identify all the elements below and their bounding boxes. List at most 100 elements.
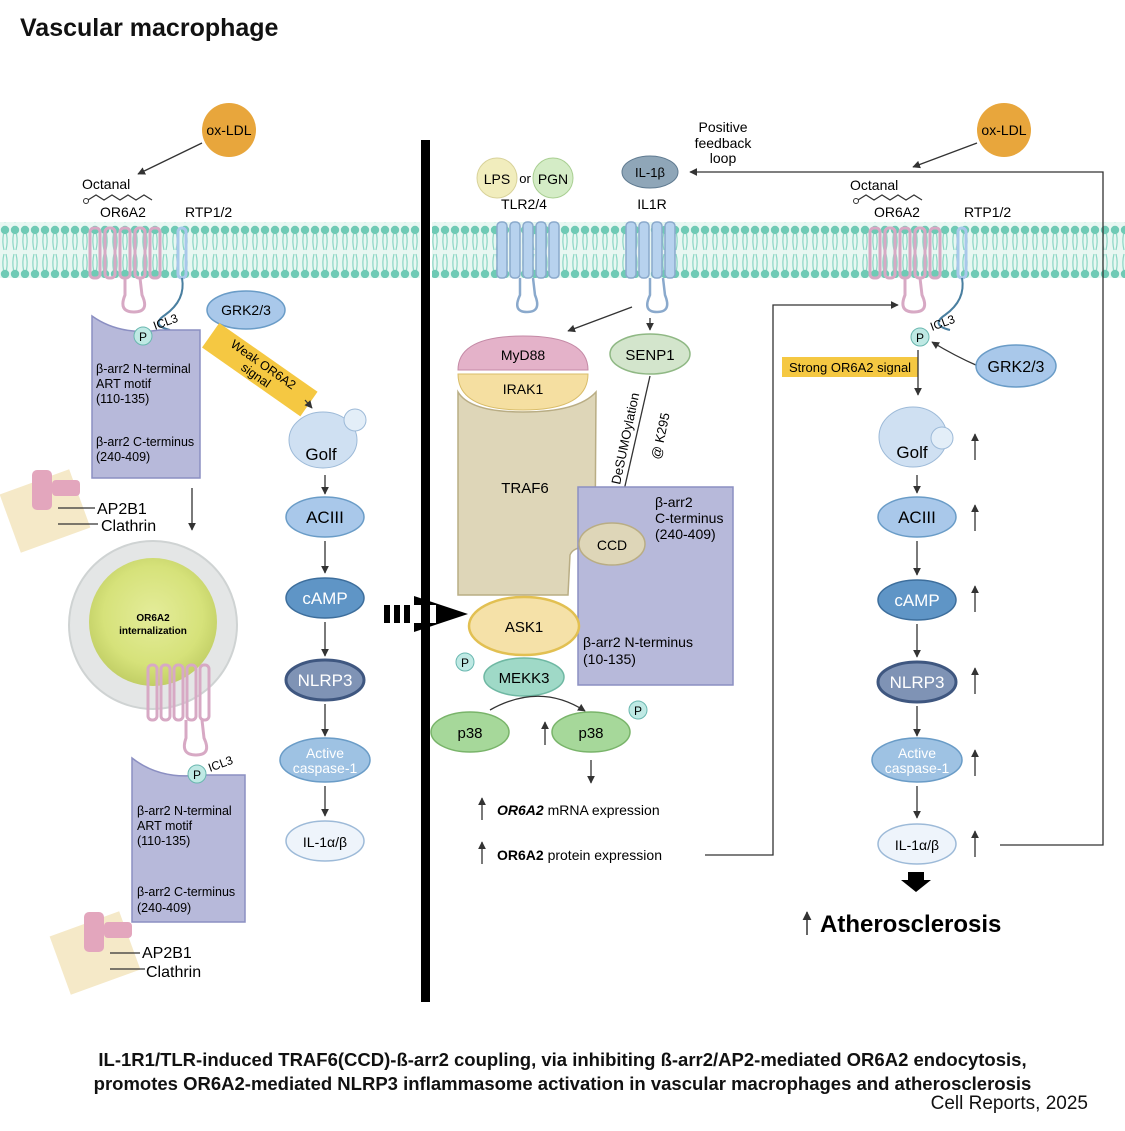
- il1-label-left: IL-1α/β: [303, 834, 347, 850]
- icl3-label-2: ICL3: [206, 753, 235, 775]
- rtp-tail-right: [937, 277, 964, 331]
- mekk3-label: MEKK3: [499, 670, 550, 687]
- rtp-tail: [157, 277, 184, 331]
- il1-node-right: [877, 823, 957, 865]
- irak1-label: IRAK1: [503, 381, 544, 397]
- myd88-node: [457, 335, 589, 371]
- arr-c-line1-2: β-arr2 C-terminus: [137, 885, 235, 899]
- arr-n-line2: ART motif: [96, 377, 152, 391]
- phospho-badge-2: [187, 764, 207, 784]
- aciii-label-left: ACIII: [306, 508, 344, 527]
- arr-n-line1: β-arr2 N-terminal: [96, 362, 191, 376]
- feedback-line3: loop: [710, 150, 737, 166]
- connector-protein-to-receptor: [705, 301, 899, 856]
- arrow-oxldl-octanal: [137, 142, 203, 175]
- il1b-label: IL-1β: [635, 165, 665, 180]
- caspase-line2-left: caspase-1: [293, 760, 358, 776]
- arr-mid-n2: (10-135): [583, 651, 636, 667]
- il1r-receptor: [625, 221, 676, 314]
- tlr-receptor: [496, 221, 560, 314]
- golf-label-right: Golf: [896, 443, 927, 462]
- traf6-node: [457, 389, 597, 596]
- page-title: Vascular macrophage: [20, 14, 279, 42]
- camp-node-left: [285, 577, 365, 619]
- nlrp3-label-left: NLRP3: [298, 671, 353, 690]
- internalization-line1: OR6A2: [136, 613, 170, 624]
- beta-arrestin-middle: [577, 486, 734, 686]
- caption-line2: promotes OR6A2-mediated NLRP3 inflammaso…: [93, 1073, 1032, 1094]
- feedback-line1: Positive: [698, 119, 747, 135]
- desumo-line2: @ K295: [648, 411, 672, 460]
- internalization-line2: internalization: [119, 626, 187, 637]
- arr-n-line1-2: β-arr2 N-terminal: [137, 804, 232, 818]
- desumo-line1: DeSUMOylation: [608, 391, 642, 485]
- mrna-expression: OR6A2 mRNA expression: [497, 802, 660, 818]
- or-label: or: [519, 171, 531, 186]
- caspase-node-left: [279, 737, 371, 783]
- phospho-label-right: P: [916, 331, 924, 345]
- arr-mid-n1: β-arr2 N-terminus: [583, 634, 693, 650]
- lps-node: [476, 157, 518, 199]
- arrow-grk-receptor: [931, 341, 979, 367]
- phospho-badge: [133, 326, 153, 346]
- arrow-oxldl-octanal-right: [912, 142, 978, 169]
- phospho-label-ask1: P: [461, 656, 469, 670]
- arrow-il1r-myd88: [567, 306, 633, 333]
- grk-label-right: GRK2/3: [988, 359, 1045, 376]
- strong-signal-banner: [782, 357, 918, 377]
- arr-mid-c3: (240-409): [655, 526, 716, 542]
- phospho-label-p38: P: [634, 704, 642, 718]
- camp-label-right: cAMP: [894, 591, 939, 610]
- senp1-label: SENP1: [625, 347, 674, 364]
- caspase-line2-right: caspase-1: [885, 760, 950, 776]
- ap2-clathrin-top: [0, 469, 91, 553]
- nlrp3-node-left: [284, 658, 366, 702]
- octanal-chain: [87, 194, 153, 201]
- mrna-gene: OR6A2: [497, 802, 544, 818]
- feedback-line2: feedback: [695, 135, 753, 151]
- ask1-node: [467, 595, 581, 657]
- arr-c-line2: (240-409): [96, 450, 150, 464]
- or6a2-receptor-right: [868, 226, 942, 314]
- p38-label: p38: [457, 725, 482, 742]
- caspase-line1-left: Active: [306, 745, 344, 761]
- aciii-node-left: [285, 496, 365, 538]
- nlrp3-label-right: NLRP3: [890, 673, 945, 692]
- mekk3-node: [483, 657, 565, 697]
- octanal-head: [83, 198, 89, 204]
- arr-n-line3: (110-135): [96, 392, 149, 406]
- strong-signal-label: Strong OR6A2 signal: [789, 360, 911, 375]
- caption-line1: IL-1R1/TLR-induced TRAF6(CCD)-ß-arr2 cou…: [98, 1049, 1027, 1070]
- phospho-label: P: [139, 330, 147, 344]
- right-panel: Positive feedback loop ox-LDL Octanal OR…: [689, 103, 1104, 938]
- or6a2-label: OR6A2: [100, 204, 146, 220]
- citation: Cell Reports, 2025: [930, 1093, 1088, 1114]
- nlrp3-node-right: [876, 660, 958, 704]
- ox-ldl-node-right: [977, 103, 1031, 157]
- traf6-label: TRAF6: [501, 480, 549, 497]
- transition-arrow: [384, 596, 468, 632]
- atherosclerosis-label: Atherosclerosis: [820, 911, 1001, 938]
- il1b-node: [621, 155, 679, 189]
- weak-signal-banner: Weak OR6A2 signal: [202, 322, 318, 417]
- octanal-label: Octanal: [82, 176, 130, 192]
- arrow-weak-signal: [304, 399, 313, 409]
- phospho-badge-ask1: [455, 652, 475, 672]
- protein-gene: OR6A2: [497, 847, 544, 863]
- internalization-vesicle: [89, 558, 217, 686]
- internalized-receptor: [146, 663, 211, 757]
- aciii-label-right: ACIII: [898, 508, 936, 527]
- clathrin-label-top: Clathrin: [101, 518, 156, 535]
- il1r-label: IL1R: [637, 196, 667, 212]
- irak1-node: [457, 373, 589, 411]
- arr-n-line2-2: ART motif: [137, 819, 193, 833]
- camp-node-right: [877, 579, 957, 621]
- il1-node-left: [285, 820, 365, 862]
- golf-protein-right: Golf: [878, 406, 954, 468]
- feedback-loop-line: [689, 168, 1104, 846]
- p38-phospho-node: [551, 711, 631, 753]
- ox-ldl-node: [202, 103, 256, 157]
- phospho-badge-p38: [628, 700, 648, 720]
- arrow-p38-phospho: [489, 695, 586, 712]
- octanal-chain-right: [857, 194, 923, 201]
